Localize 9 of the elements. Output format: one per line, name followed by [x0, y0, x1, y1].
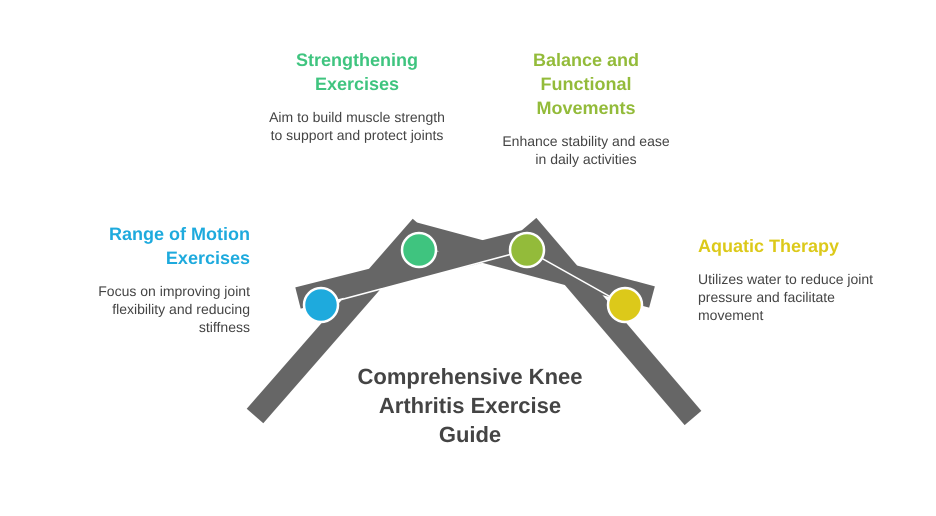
- section-heading: Range of Motion Exercises: [108, 223, 250, 270]
- section-description: Aim to build muscle strength to support and protect joints: [268, 108, 446, 144]
- section-heading: Balance and Functional Movements: [532, 49, 640, 120]
- section-description: Focus on improving joint flexibility and reducing stiffness: [97, 282, 250, 336]
- section-heading: Aquatic Therapy: [698, 235, 840, 258]
- section-heading: Strengthening Exercises: [295, 49, 419, 96]
- section-description: Utilizes water to reduce joint pressure and facilitate movement: [698, 270, 874, 324]
- section-description: Enhance stability and ease in daily activities: [501, 132, 671, 168]
- diagram-title: Comprehensive Knee Arthritis Exercise Guide: [356, 363, 584, 449]
